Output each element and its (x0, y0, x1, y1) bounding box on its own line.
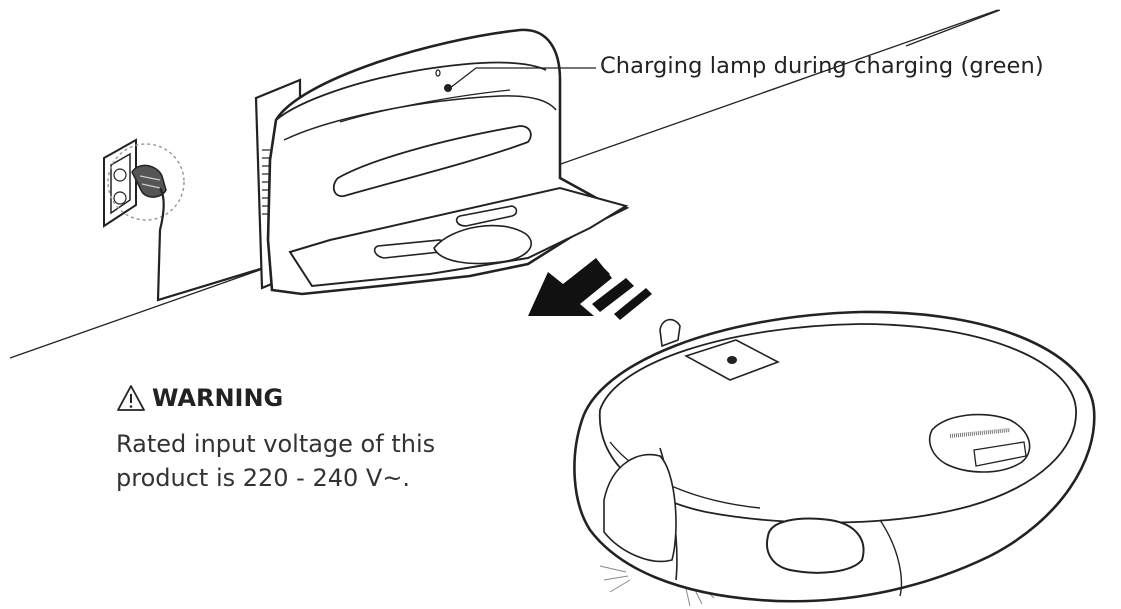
direction-arrow-icon (528, 258, 652, 320)
callout-leader-line (449, 67, 596, 89)
wall-outlet-icon (103, 138, 185, 228)
charging-station (254, 28, 630, 296)
wall-edge-line (905, 9, 1001, 47)
charging-lamp-callout: Charging lamp during charging (green) (600, 53, 1044, 79)
power-plug-icon (131, 164, 271, 302)
warning-heading: WARNING (116, 381, 496, 415)
warning-title: WARNING (152, 384, 284, 412)
charging-lamp-icon (435, 69, 452, 92)
warning-triangle-icon (117, 385, 145, 411)
robot-vacuum (573, 310, 1096, 607)
warning-notice: WARNING Rated input voltage of this prod… (116, 381, 496, 495)
warning-body: Rated input voltage of this product is 2… (116, 430, 436, 492)
